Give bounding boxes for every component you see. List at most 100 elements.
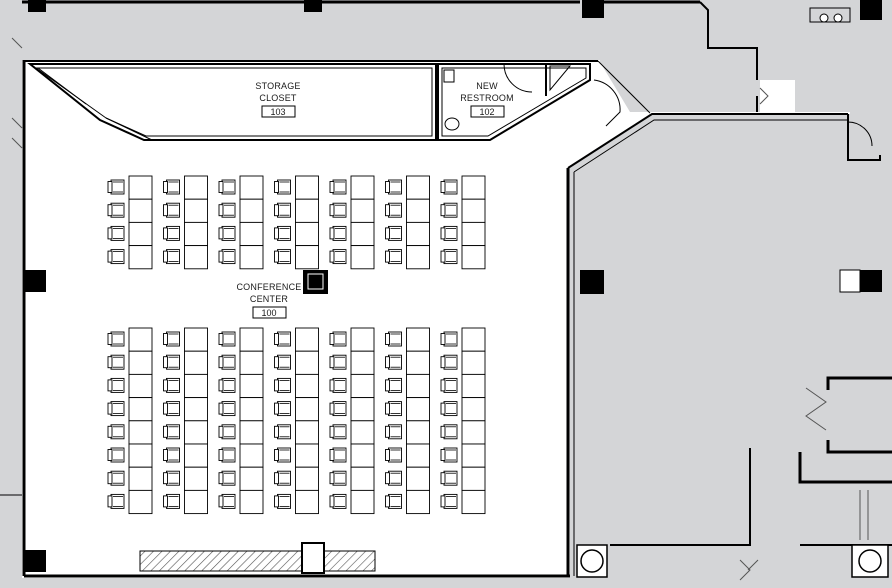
table: [128, 327, 153, 352]
chair: [274, 377, 291, 393]
chair: [163, 470, 180, 486]
table: [295, 175, 319, 200]
table: [239, 245, 264, 270]
chair: [329, 354, 347, 370]
chair: [385, 470, 402, 486]
table: [239, 420, 264, 445]
table: [406, 245, 430, 270]
restroom: [437, 63, 591, 141]
sink-icon: [444, 117, 460, 131]
table: [128, 175, 153, 200]
table: [350, 327, 375, 352]
podium: [301, 542, 325, 574]
chair: [218, 377, 236, 393]
table: [184, 198, 208, 223]
table: [239, 489, 264, 515]
table: [128, 198, 153, 223]
fixtures-top-right: [809, 7, 851, 23]
table: [461, 327, 486, 352]
table: [239, 350, 264, 375]
table: [184, 245, 208, 270]
table: [184, 373, 208, 399]
table: [295, 443, 319, 468]
storage-closet-title: STORAGE: [255, 81, 300, 91]
table: [461, 350, 486, 375]
table: [461, 420, 486, 445]
chair: [440, 202, 458, 218]
table: [350, 175, 375, 200]
chair: [218, 424, 236, 440]
table: [406, 221, 430, 247]
table: [295, 420, 319, 445]
table: [350, 397, 375, 422]
chair: [440, 447, 458, 463]
table: [461, 221, 486, 247]
table: [184, 327, 208, 352]
chair: [329, 401, 347, 417]
storage-closet-outline: [27, 63, 437, 141]
table: [128, 373, 153, 399]
table: [461, 489, 486, 515]
table: [239, 373, 264, 399]
column: [28, 0, 46, 12]
chair: [329, 470, 347, 486]
west-exterior-strip: [0, 0, 22, 588]
chair: [385, 331, 402, 347]
table: [461, 373, 486, 399]
chair: [218, 225, 236, 241]
table: [350, 443, 375, 468]
table: [406, 175, 430, 200]
table: [239, 221, 264, 247]
column: [580, 270, 604, 294]
chair: [440, 331, 458, 347]
table: [295, 466, 319, 491]
chair: [163, 179, 180, 195]
conference-title: CONFERENCE: [236, 282, 301, 292]
table: [406, 350, 430, 375]
chair: [163, 331, 180, 347]
chair: [385, 401, 402, 417]
chair: [329, 377, 347, 393]
storage-closet-number: 103: [270, 107, 285, 117]
table: [128, 443, 153, 468]
chair: [163, 225, 180, 241]
chair: [107, 447, 125, 463]
chair: [107, 331, 125, 347]
chair: [107, 225, 125, 241]
chair: [440, 179, 458, 195]
chair: [385, 377, 402, 393]
restroom-subtitle: RESTROOM: [460, 93, 514, 103]
table: [350, 198, 375, 223]
columns: [24, 0, 882, 572]
top-band: [22, 0, 892, 60]
chair: [329, 179, 347, 195]
chair: [107, 493, 125, 509]
table: [128, 221, 153, 247]
table: [350, 350, 375, 375]
table: [184, 175, 208, 200]
chair: [440, 249, 458, 265]
chair: [163, 377, 180, 393]
table: [295, 327, 319, 352]
chair: [440, 354, 458, 370]
chair: [274, 225, 291, 241]
table: [239, 175, 264, 200]
table: [128, 397, 153, 422]
table: [406, 443, 430, 468]
chair: [107, 401, 125, 417]
table: [295, 489, 319, 515]
chair: [385, 493, 402, 509]
table: [239, 466, 264, 491]
table: [350, 245, 375, 270]
column: [860, 0, 882, 20]
table: [295, 198, 319, 223]
chair: [274, 331, 291, 347]
table: [239, 397, 264, 422]
chair: [107, 354, 125, 370]
table: [184, 420, 208, 445]
storage-closet-label: STORAGE CLOSET 103: [255, 81, 300, 118]
chair: [218, 493, 236, 509]
chair: [274, 202, 291, 218]
table: [128, 466, 153, 491]
